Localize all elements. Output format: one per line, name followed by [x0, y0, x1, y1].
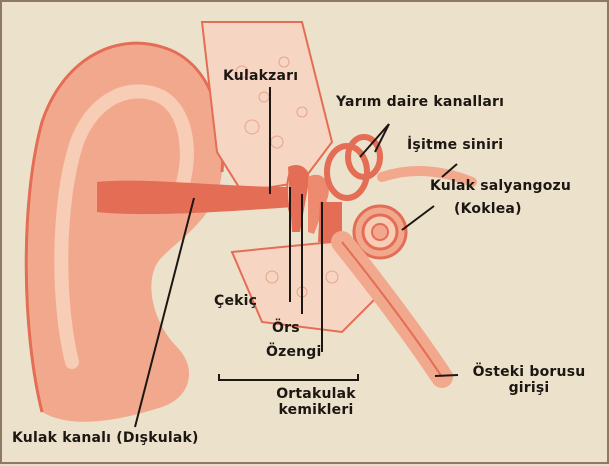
- label-kulak-salyangozu: Kulak salyangozu: [430, 178, 571, 194]
- label-cekic: Çekiç: [214, 293, 257, 309]
- label-ors: Örs: [272, 320, 300, 336]
- semicircular-canals: [327, 137, 380, 198]
- label-yarim-daire-kanallari: Yarım daire kanalları: [336, 94, 504, 110]
- label-koklea: (Koklea): [454, 201, 522, 217]
- label-osteki-borusu-girisi: Östeki borusu girişi: [450, 364, 608, 396]
- label-osteki-line1: Östeki borusu: [450, 364, 608, 380]
- label-ozengi: Özengi: [266, 344, 322, 360]
- label-isitme-siniri: İşitme siniri: [407, 137, 503, 153]
- label-osteki-line2: girişi: [450, 380, 608, 396]
- label-kulak-kanali: Kulak kanalı (Dışkulak): [12, 430, 199, 446]
- label-ortakulak-line1: Ortakulak: [256, 386, 376, 402]
- label-kulakzari: Kulakzarı: [223, 68, 298, 84]
- label-ortakulak-kemikleri: Ortakulak kemikleri: [256, 386, 376, 418]
- malleus: [288, 165, 310, 232]
- label-ortakulak-line2: kemikleri: [256, 402, 376, 418]
